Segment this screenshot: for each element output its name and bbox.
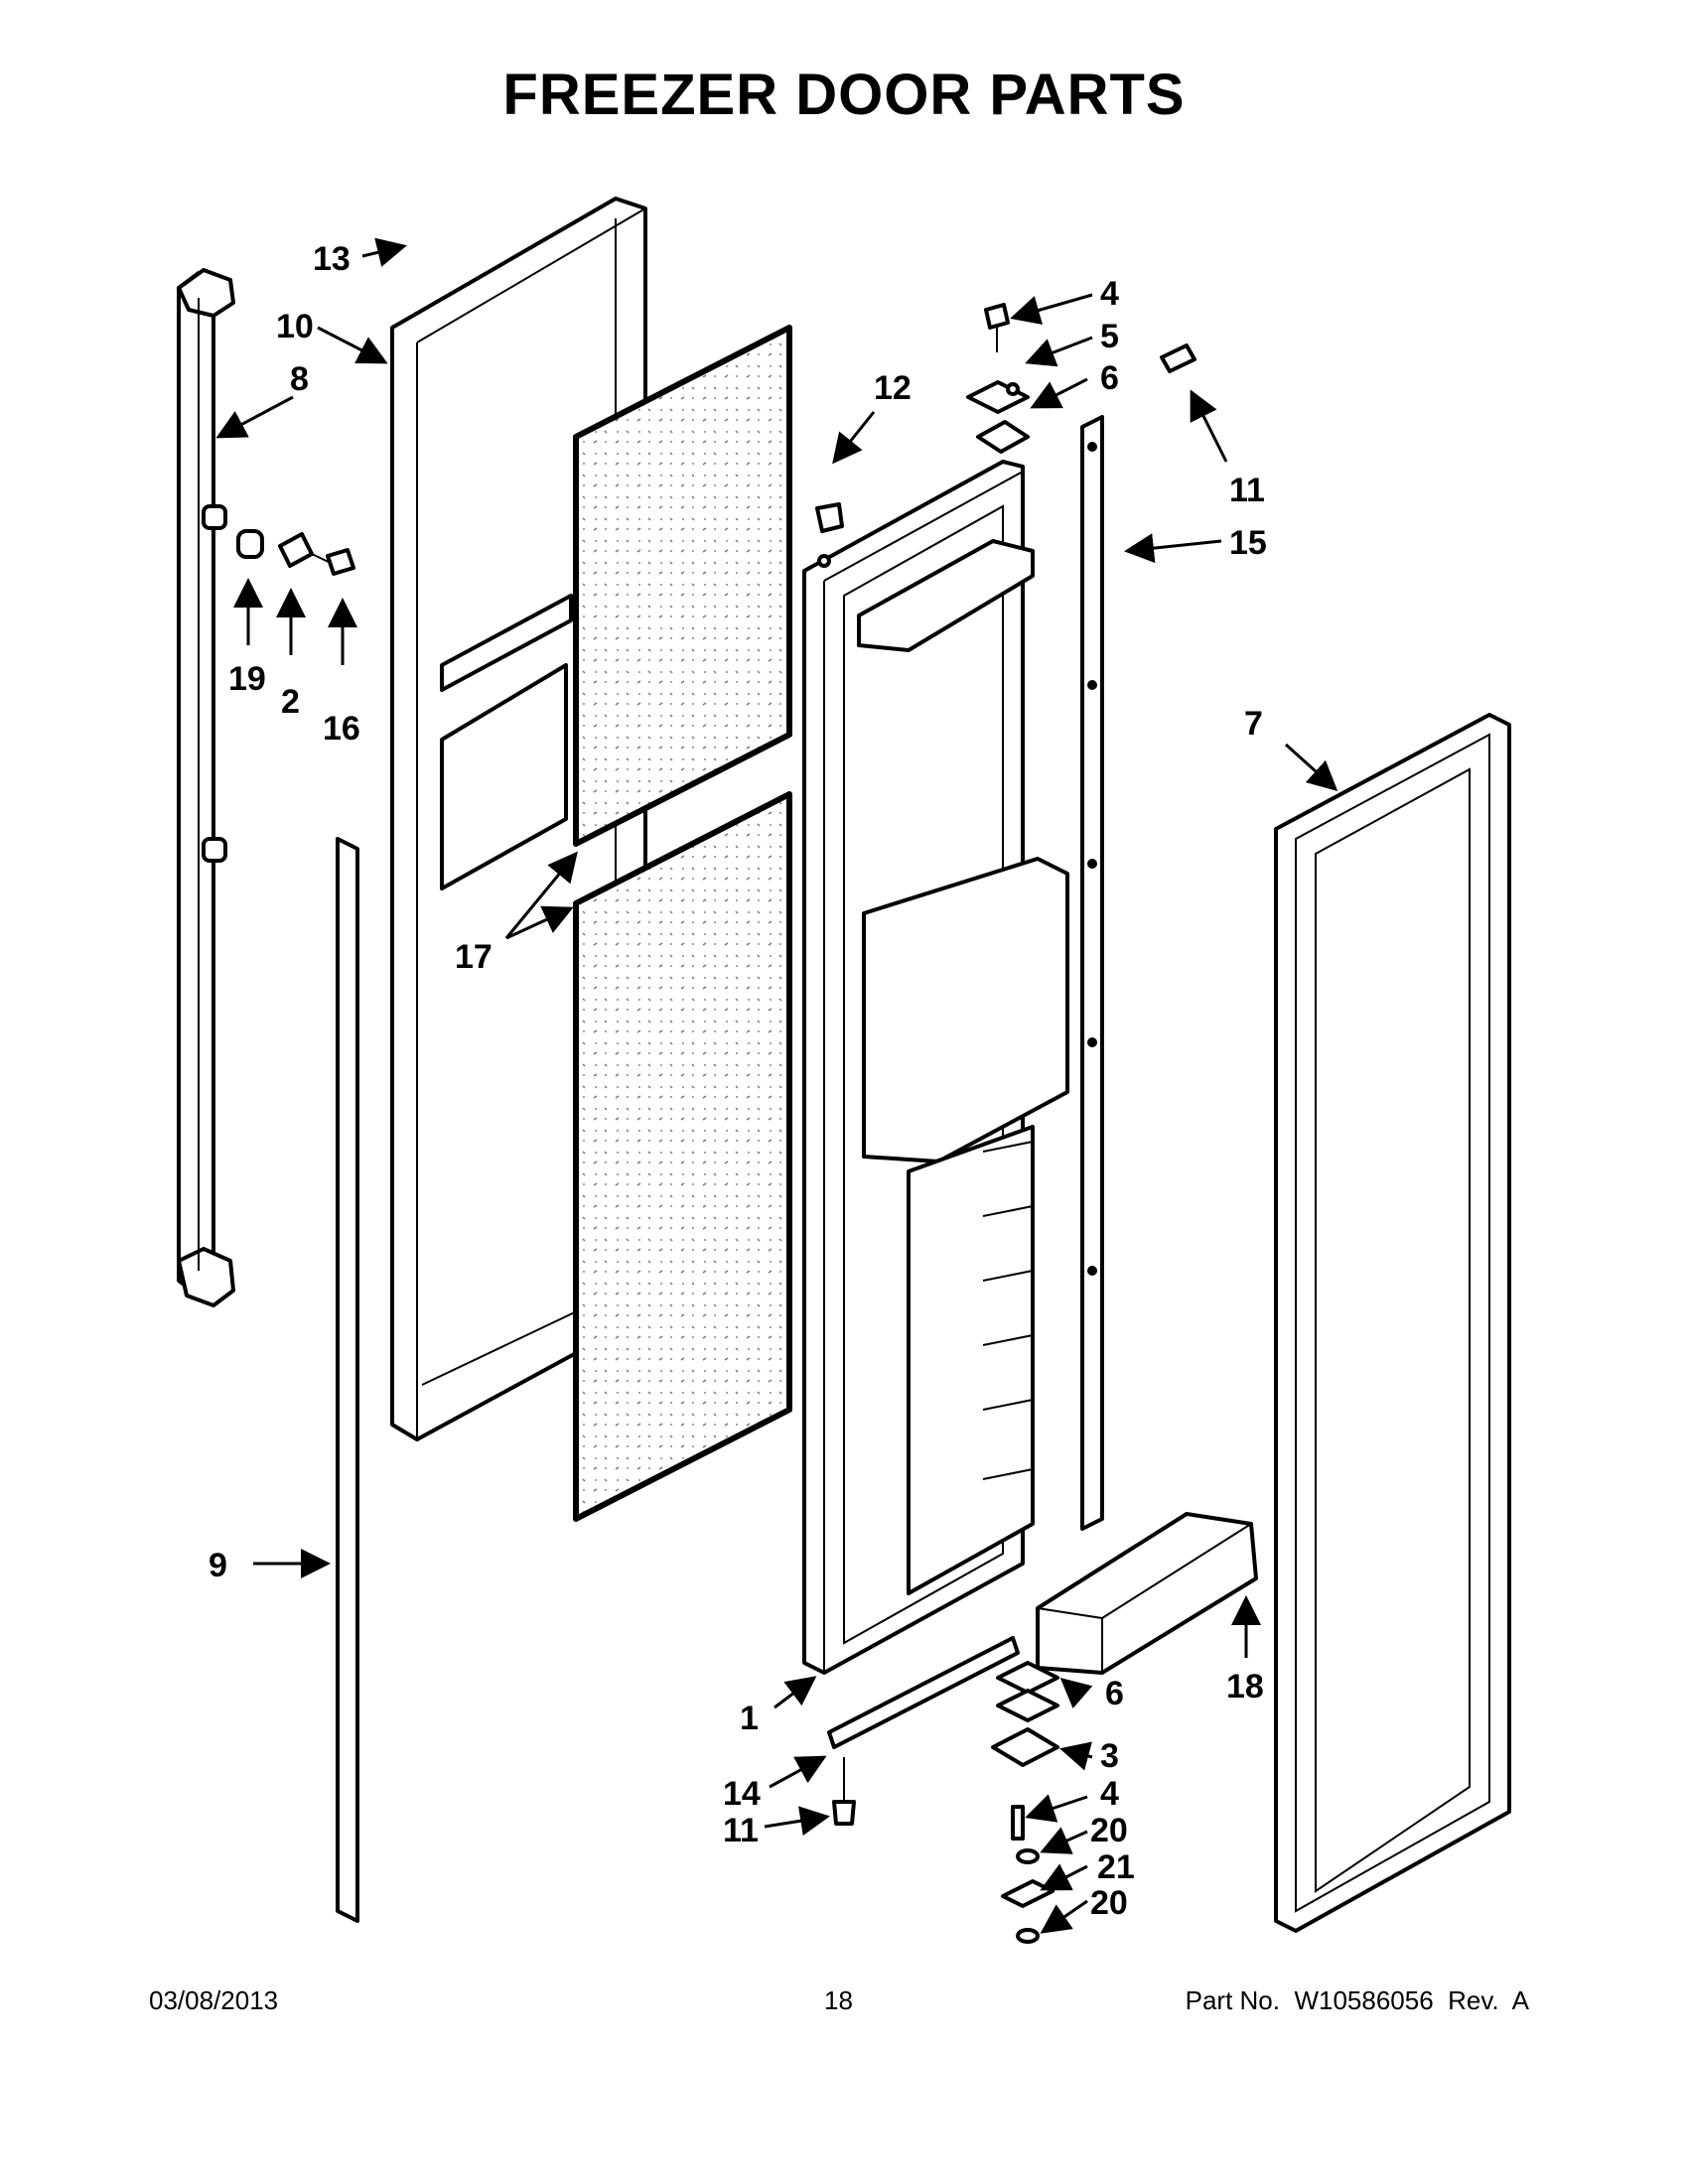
door-liner-part-1 xyxy=(802,460,1069,1675)
callout-14: 14 xyxy=(723,1775,761,1813)
callout-leaders xyxy=(215,237,1338,1934)
door-bin-part-18 xyxy=(1036,1512,1258,1675)
callout-7: 7 xyxy=(1244,705,1263,743)
callout-13: 13 xyxy=(313,240,351,278)
top-hinge-hardware-parts-4-5-6 xyxy=(966,303,1030,454)
insulation-panels-part-17 xyxy=(573,325,792,1522)
footer-part-number: Part No. W10586056 Rev. A xyxy=(1185,1985,1529,2015)
door-handle-part-8 xyxy=(177,268,235,1307)
callout-20a: 20 xyxy=(1090,1812,1128,1849)
callout-19: 19 xyxy=(228,660,266,698)
screw-part-11-top xyxy=(1160,343,1196,373)
callout-5: 5 xyxy=(1100,318,1119,355)
callout-2: 2 xyxy=(281,683,300,721)
callout-8: 8 xyxy=(290,360,309,398)
callout-4b: 4 xyxy=(1100,1775,1119,1813)
bottom-hinge-hardware-parts-3-4-6-20-21 xyxy=(991,1661,1059,1944)
callout-labels: 13 10 8 4 5 6 12 11 15 19 2 16 7 17 9 18… xyxy=(209,240,1267,1922)
callout-21: 21 xyxy=(1097,1848,1135,1886)
callout-16: 16 xyxy=(323,710,360,748)
door-gasket-part-7 xyxy=(1274,713,1511,1933)
callout-11b: 11 xyxy=(723,1812,759,1849)
handle-hardware-parts-19-2-16 xyxy=(236,529,355,576)
callout-3: 3 xyxy=(1100,1737,1119,1775)
callout-1: 1 xyxy=(740,1700,759,1737)
callout-6: 6 xyxy=(1100,359,1119,397)
callout-9: 9 xyxy=(209,1547,227,1584)
callout-15: 15 xyxy=(1229,524,1267,562)
callout-17: 17 xyxy=(455,938,492,976)
callout-18: 18 xyxy=(1226,1668,1264,1706)
callout-10: 10 xyxy=(276,308,314,345)
callout-4: 4 xyxy=(1100,275,1119,313)
callout-11: 11 xyxy=(1229,472,1265,509)
callout-20b: 20 xyxy=(1090,1884,1128,1922)
page-title: FREEZER DOOR PARTS xyxy=(502,63,1186,127)
bottom-trim-part-14 xyxy=(827,1636,1020,1749)
plug-part-12 xyxy=(815,502,844,533)
footer-page-number: 18 xyxy=(824,1985,853,2015)
callout-6b: 6 xyxy=(1105,1675,1124,1712)
callout-12: 12 xyxy=(874,369,912,407)
trim-strip-part-15 xyxy=(1080,415,1104,1531)
screw-part-11-bottom xyxy=(832,1757,856,1826)
gasket-strip-part-9 xyxy=(336,837,359,1923)
footer-date: 03/08/2013 xyxy=(149,1985,279,2015)
frame-accessory-panels xyxy=(440,594,573,890)
